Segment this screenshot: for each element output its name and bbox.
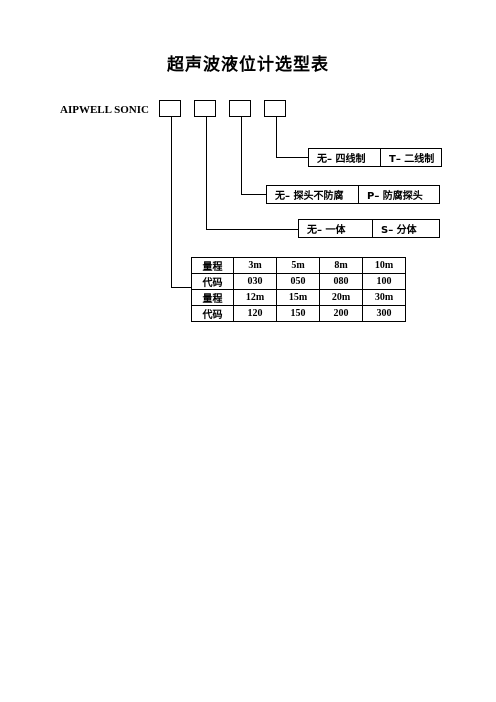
table-cell: 8m bbox=[319, 257, 363, 274]
connector-box-1 bbox=[171, 117, 172, 288]
table-cell: 030 bbox=[233, 273, 277, 290]
option-structure-default: 无– 一体 bbox=[307, 225, 346, 236]
option-probe-alt: P– 防腐探头 bbox=[358, 186, 439, 203]
table-cell: 100 bbox=[362, 273, 406, 290]
row-label: 量程 bbox=[191, 289, 234, 306]
table-cell: 15m bbox=[276, 289, 320, 306]
table-cell: 12m bbox=[233, 289, 277, 306]
row-label: 量程 bbox=[191, 257, 234, 274]
code-box-4 bbox=[264, 100, 286, 117]
row-label: 代码 bbox=[191, 305, 234, 322]
connector-box-4-h bbox=[276, 157, 308, 158]
table-cell: 20m bbox=[319, 289, 363, 306]
row-label: 代码 bbox=[191, 273, 234, 290]
connector-box-3 bbox=[241, 117, 242, 195]
option-structure-alt: S– 分体 bbox=[372, 220, 439, 237]
option-wiring-alt: T– 二线制 bbox=[380, 149, 441, 166]
page-title: 超声波液位计选型表 bbox=[167, 55, 329, 75]
connector-box-1-h bbox=[171, 287, 191, 288]
code-box-2 bbox=[194, 100, 216, 117]
table-cell: 050 bbox=[276, 273, 320, 290]
connector-box-2 bbox=[206, 117, 207, 230]
table-cell: 30m bbox=[362, 289, 406, 306]
table-cell: 200 bbox=[319, 305, 363, 322]
connector-box-3-h bbox=[241, 194, 266, 195]
table-cell: 080 bbox=[319, 273, 363, 290]
code-box-3 bbox=[229, 100, 251, 117]
connector-box-2-h bbox=[206, 229, 298, 230]
option-structure: 无– 一体 S– 分体 bbox=[298, 219, 440, 238]
table-cell: 10m bbox=[362, 257, 406, 274]
table-cell: 3m bbox=[233, 257, 277, 274]
connector-box-4 bbox=[276, 117, 277, 158]
table-cell: 150 bbox=[276, 305, 320, 322]
table-cell: 5m bbox=[276, 257, 320, 274]
option-wiring-default: 无– 四线制 bbox=[317, 154, 366, 165]
option-probe: 无– 探头不防腐 P– 防腐探头 bbox=[266, 185, 440, 204]
option-probe-default: 无– 探头不防腐 bbox=[275, 191, 344, 202]
model-prefix: AIPWELL SONIC bbox=[60, 104, 149, 116]
table-cell: 120 bbox=[233, 305, 277, 322]
table-cell: 300 bbox=[362, 305, 406, 322]
code-box-1 bbox=[159, 100, 181, 117]
option-wiring: 无– 四线制 T– 二线制 bbox=[308, 148, 442, 167]
